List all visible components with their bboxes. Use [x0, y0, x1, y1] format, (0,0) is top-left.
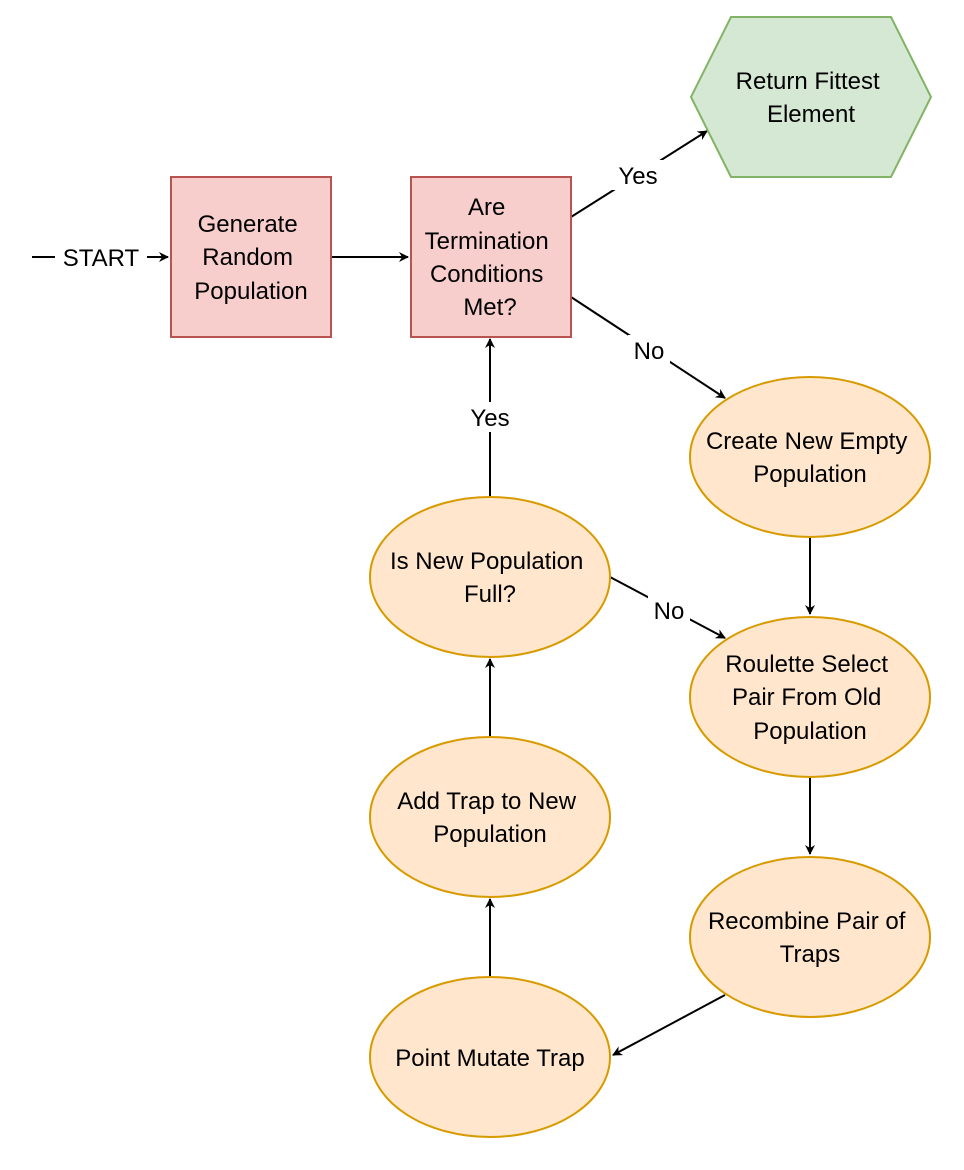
process-box [170, 176, 332, 338]
node-text: Create New Empty Population [706, 428, 914, 488]
node-return-fittest-element: Return Fittest Element [689, 16, 933, 178]
node-line: Return Fittest [736, 68, 880, 95]
node-line: Generate [198, 211, 298, 238]
node-line: Is New Population [390, 548, 583, 575]
step-ellipse [689, 616, 931, 778]
node-line: Conditions [430, 261, 543, 288]
node-line: Traps [780, 941, 840, 968]
node-line: Point Mutate Trap [395, 1045, 584, 1072]
termination-yes-label: Yes [618, 163, 657, 190]
step-ellipse [689, 856, 931, 1018]
node-line: Met? [463, 294, 516, 321]
node-line: Pair From Old [732, 684, 881, 711]
node-create-empty-population: Create New Empty Population [689, 376, 931, 538]
node-recombine-pair: Recombine Pair of Traps [689, 856, 931, 1018]
node-line: Random [202, 244, 293, 271]
node-line: Full? [464, 581, 516, 608]
node-text: Point Mutate Trap [395, 1045, 584, 1072]
node-text: Return Fittest Element [736, 68, 887, 128]
node-point-mutate: Point Mutate Trap [369, 976, 611, 1138]
process-box [410, 176, 572, 338]
node-text: Generate Random Population [194, 211, 307, 305]
node-text: Recombine Pair of Traps [708, 908, 912, 968]
end-hexagon [689, 16, 933, 178]
step-ellipse [369, 976, 611, 1138]
node-text: Add Trap to New Population [397, 788, 582, 848]
node-line: Population [194, 278, 307, 305]
step-ellipse [689, 376, 931, 538]
node-line: Add Trap to New [397, 788, 576, 815]
node-line: Termination [425, 228, 549, 255]
node-line: Population [753, 461, 866, 488]
termination-no-label: No [634, 338, 665, 365]
edge-labels: START Yes No Yes No [55, 160, 690, 625]
node-line: Population [753, 718, 866, 745]
full-yes-label: Yes [470, 405, 509, 432]
step-ellipse [369, 736, 611, 898]
node-line: Roulette Select [725, 651, 888, 678]
node-text: Are Termination Conditions Met? [425, 194, 556, 321]
full-no-label: No [654, 598, 685, 625]
node-line: Are [468, 194, 505, 221]
node-add-trap: Add Trap to New Population [369, 736, 611, 898]
node-roulette-select: Roulette Select Pair From Old Population [689, 616, 931, 778]
node-generate-random-population: Generate Random Population [170, 176, 332, 338]
node-text: Roulette Select Pair From Old Population [725, 651, 894, 745]
node-line: Create New Empty [706, 428, 907, 455]
edge-recombine-to-mutate [612, 994, 726, 1056]
node-is-population-full: Is New Population Full? [369, 496, 611, 658]
node-termination-check: Are Termination Conditions Met? [410, 176, 572, 338]
node-line: Population [433, 821, 546, 848]
start-label: START [63, 245, 140, 272]
step-ellipse [369, 496, 611, 658]
node-text: Is New Population Full? [390, 548, 590, 608]
node-line: Recombine Pair of [708, 908, 906, 935]
node-line: Element [767, 101, 855, 128]
